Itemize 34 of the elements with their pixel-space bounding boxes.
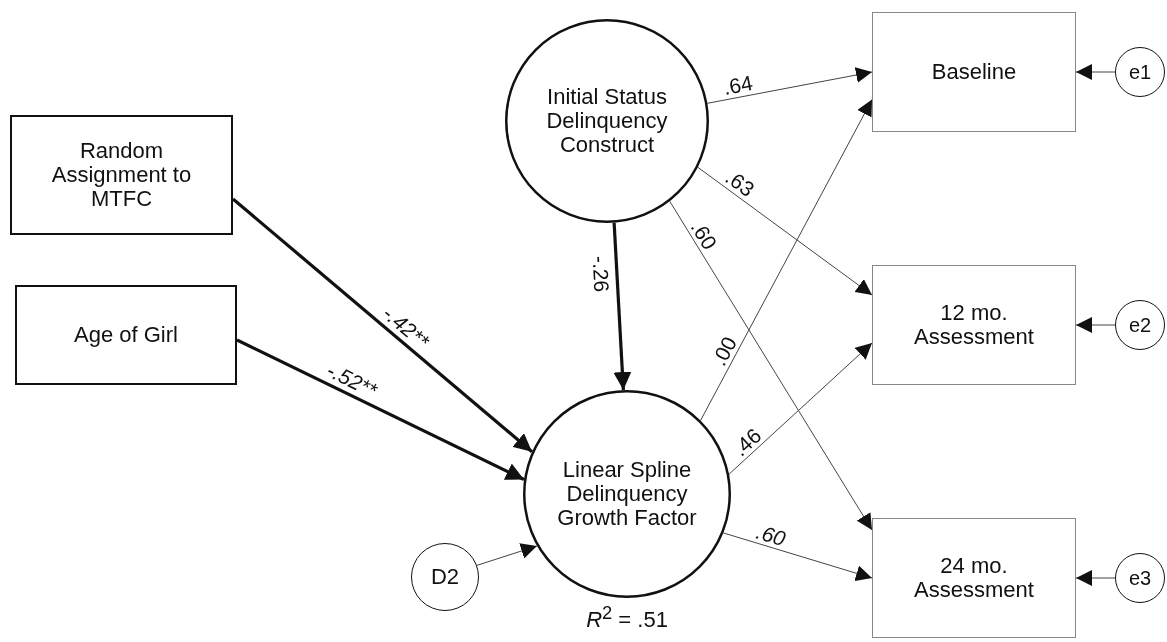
node-label: Initial Status Delinquency Construct [545,84,669,158]
node-label: D2 [430,564,460,590]
path-arrow [476,543,538,566]
node-label: 24 mo. Assessment [913,553,1035,603]
node-label: Linear Spline Delinquency Growth Factor [556,457,698,531]
node-label: Random Assignment to MTFC [50,138,193,212]
path-arrow [700,99,873,421]
measurement-box [872,265,1076,385]
path-arrow [612,222,632,391]
path-arrow [728,342,873,475]
measurement-box [872,12,1076,132]
node-label: Baseline [931,59,1017,85]
observed-variable-box [10,115,233,235]
path-arrow [1075,317,1116,333]
error-term-circle [1115,300,1165,350]
path-arrow [722,532,873,581]
measurement-box [872,518,1076,638]
error-term-circle [1115,553,1165,603]
path-arrow [669,200,873,531]
node-label: e3 [1128,567,1152,589]
node-label: e2 [1128,314,1152,336]
path-arrow [236,338,525,481]
path-arrow [1075,64,1116,80]
r-squared-label: R$^{2}$ = .51 [586,602,668,634]
latent-variable-circle [505,19,709,223]
node-label: e1 [1128,61,1152,83]
observed-variable-box [15,285,237,385]
path-arrow [697,166,873,296]
node-label: 12 mo. Assessment [913,300,1035,350]
error-term-circle [1115,47,1165,97]
path-arrow [706,67,873,104]
node-label: Age of Girl [74,322,178,348]
path-arrow [1075,570,1116,586]
disturbance-circle [411,543,479,611]
